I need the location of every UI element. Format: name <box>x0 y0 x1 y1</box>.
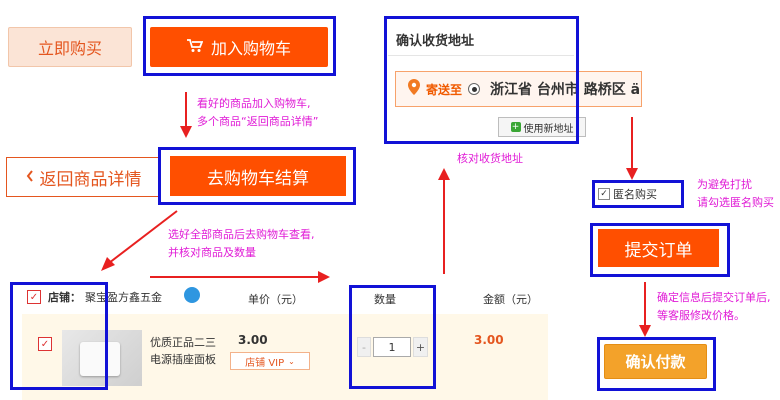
address-radio[interactable] <box>468 83 481 95</box>
quantity-plus-button[interactable]: + <box>413 337 428 357</box>
vip-badge-label: 店铺 VIP <box>245 357 285 369</box>
confirm-pay-button[interactable]: 确认付款 <box>604 344 707 379</box>
arrow-head-up <box>438 168 450 180</box>
arrow-down-2 <box>631 117 633 171</box>
annotation-anonymous: 为避免打扰请勾选匿名购买 <box>697 178 774 209</box>
highlight-box-add-cart <box>143 16 336 76</box>
arrow-down-1 <box>185 92 187 130</box>
highlight-box-checkout <box>158 147 356 205</box>
col-quantity: 数量 <box>374 293 396 306</box>
col-amount: 金额（元） <box>483 293 538 306</box>
shop-header: 店铺： 聚宝盈方鑫五金 <box>48 289 162 305</box>
arrow-up <box>443 178 445 274</box>
highlight-box-checkboxes <box>10 282 108 390</box>
product-thumbnail[interactable] <box>62 330 142 386</box>
shop-label: 店铺： <box>48 291 81 304</box>
annotation-check-address: 核对收货地址 <box>457 152 523 165</box>
arrow-head-2 <box>626 168 638 180</box>
plus-icon: + <box>510 122 521 132</box>
quantity-input[interactable]: 1 <box>373 337 411 357</box>
arrow-head-right <box>318 271 330 283</box>
annotation-add-to-cart: 看好的商品加入购物车,多个商品“返回商品详情” <box>197 97 319 128</box>
highlight-box-anonymous <box>592 180 684 208</box>
highlight-box-address <box>384 16 579 144</box>
shop-checkbox[interactable]: ✓ <box>27 290 41 304</box>
arrow-down-3 <box>644 282 646 328</box>
unit-price: 3.00 <box>238 333 268 347</box>
add-to-cart-button[interactable]: 加入购物车 <box>150 27 328 67</box>
checkout-button[interactable]: 去购物车结算 <box>170 156 346 196</box>
new-address-button[interactable]: + 使用新地址 <box>498 117 586 137</box>
checkout-label: 去购物车结算 <box>207 168 309 189</box>
address-title: 确认收货地址 <box>396 34 475 49</box>
quantity-minus-button[interactable]: - <box>357 337 371 357</box>
item-checkbox[interactable]: ✓ <box>38 337 52 351</box>
arrow-head-3 <box>639 325 651 337</box>
annotation-check-cart: 选好全部商品后去购物车查看,并核对商品及数量 <box>168 228 315 259</box>
chevron-down-icon: ⌄ <box>288 356 295 366</box>
submit-order-button[interactable]: 提交订单 <box>598 229 719 267</box>
address-option[interactable]: 寄送至 浙江省 台州市 路桥区 ä <box>395 71 642 107</box>
anonymous-checkbox[interactable]: ✓ <box>598 188 610 200</box>
highlight-box-quantity <box>349 285 436 389</box>
arrow-head-1 <box>180 126 192 138</box>
arrow-right <box>150 276 322 278</box>
highlight-box-submit <box>590 223 730 277</box>
vip-badge[interactable]: 店铺 VIP ⌄ <box>230 352 310 370</box>
anonymous-label: 匿名购买 <box>613 188 657 201</box>
annotation-submit: 确定信息后提交订单后,等客服修改价格。 <box>657 291 771 322</box>
chevron-left-icon <box>26 167 34 187</box>
buy-now-button[interactable]: 立即购买 <box>8 27 132 67</box>
arrow-diagonal <box>101 210 178 271</box>
product-title[interactable]: 优质正品二三电源插座面板 <box>150 336 216 366</box>
cart-icon <box>186 38 204 57</box>
highlight-box-pay <box>597 337 716 391</box>
submit-order-label: 提交订单 <box>624 240 693 261</box>
col-unit-price: 单价（元） <box>248 293 303 306</box>
send-to-label: 寄送至 <box>426 82 463 97</box>
add-to-cart-label: 加入购物车 <box>210 39 291 58</box>
back-to-detail-button[interactable]: 返回商品详情 <box>6 157 161 197</box>
address-text: 浙江省 台州市 路桥区 ä <box>490 82 641 98</box>
anonymous-purchase-option[interactable]: ✓ 匿名购买 <box>598 186 657 202</box>
location-pin-icon <box>408 79 420 99</box>
back-to-detail-label: 返回商品详情 <box>39 169 142 190</box>
shop-name[interactable]: 聚宝盈方鑫五金 <box>85 291 162 304</box>
buy-now-label: 立即购买 <box>37 39 102 58</box>
wangwang-chat-icon[interactable] <box>184 287 200 303</box>
confirm-pay-label: 确认付款 <box>625 353 686 371</box>
new-address-label: 使用新地址 <box>523 123 574 135</box>
address-divider <box>388 55 574 56</box>
item-amount: 3.00 <box>474 333 504 347</box>
